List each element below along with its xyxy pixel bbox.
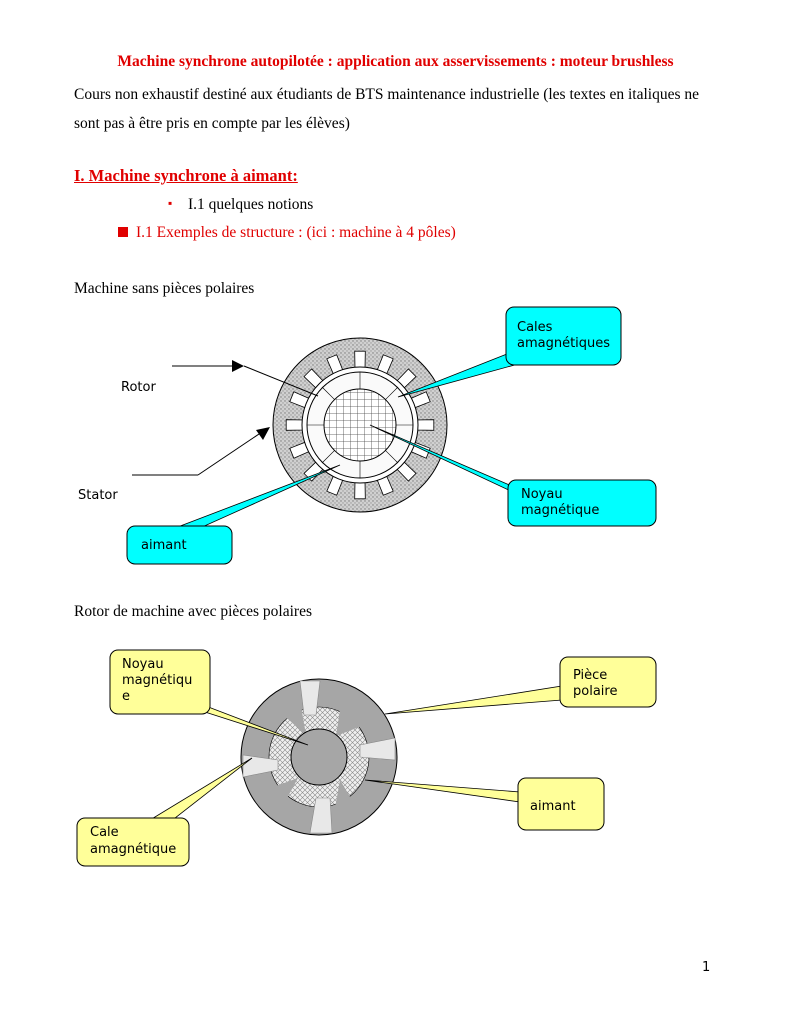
label-rotor: Rotor [121,380,156,395]
callout-cale-2 [76,757,253,867]
bullet-structure-text: I.1 Exemples de structure : (ici : machi… [136,224,456,241]
page-number: 1 [702,960,711,975]
label-noyau2-3: e [122,689,130,704]
callout-aimant [126,464,341,565]
label-piece-1: Pièce [573,668,607,683]
label-cales-2: amagnétiques [517,336,610,351]
callout-piece [384,656,657,715]
label-noyau-1: Noyau [521,487,563,502]
figure1-caption: Machine sans pièces polaires [74,280,255,297]
label-noyau2-1: Noyau [122,657,164,672]
rotor-poles-shape [240,678,398,836]
figure2-caption: Rotor de machine avec pièces polaires [74,603,312,620]
callout-noyau-2 [109,649,309,746]
callout-cales [397,306,622,398]
intro-paragraph: Cours non exhaustif destiné aux étudiant… [74,86,700,132]
label-cale-2: amagnétique [90,842,176,857]
document-title: Machine synchrone autopilotée : applicat… [117,53,674,70]
label-stator: Stator [78,488,118,503]
label-noyau-2: magnétique [521,503,599,518]
callout-aimant-2 [364,777,605,831]
bullet-square-icon: ▪ [168,196,173,210]
rotor-shape [306,371,414,479]
label-noyau2-2: magnétiqu [122,673,192,688]
rotor-arrow [172,360,319,397]
callout-noyau [369,424,657,527]
bullet-structure: I.1 Exemples de structure : (ici : machi… [118,224,456,242]
bullet-square-icon [118,227,128,237]
bullet-notions: ▪ I.1 quelques notions [168,196,313,214]
label-cales-1: Cales [517,320,553,335]
label-aimant2: aimant [530,799,576,814]
section-heading: I. Machine synchrone à aimant: [74,166,298,185]
bullet-notions-text: I.1 quelques notions [188,196,314,213]
stator-arrow [132,427,270,476]
label-cale-1: Cale [90,825,119,840]
label-aimant: aimant [141,538,187,553]
label-piece-2: polaire [573,684,617,699]
